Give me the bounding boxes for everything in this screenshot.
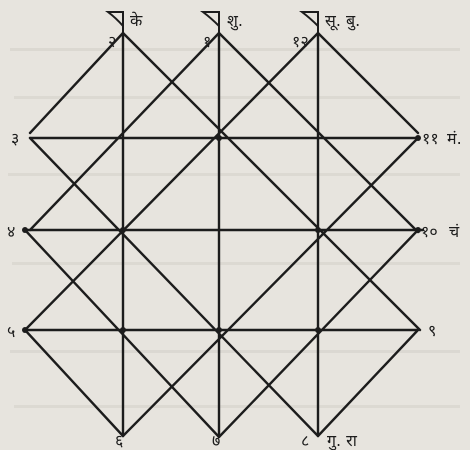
- flag-icon: [299, 11, 319, 33]
- diagonal-lines: [23, 31, 422, 439]
- house-11-number: ११: [422, 129, 439, 148]
- flag-icon: [105, 11, 124, 33]
- intersection-dot: [315, 327, 321, 333]
- house-7-number: ७: [212, 431, 220, 450]
- diagonal-line: [316, 31, 420, 135]
- intersection-dot: [22, 227, 28, 233]
- apex-flags: [105, 11, 319, 33]
- intersection-dot: [216, 135, 222, 141]
- house-8-planets: गु. रा: [327, 431, 358, 450]
- diagonal-line: [28, 31, 125, 135]
- diagonal-line: [23, 328, 125, 438]
- intersection-dot: [315, 227, 321, 233]
- house-10-planets: चं: [449, 222, 460, 241]
- house-labels: २ के १ शु. १२ सू. बु. ३ ११ मं. ४ १० चं ५…: [7, 11, 462, 450]
- diagonal-line: [23, 228, 221, 439]
- intersection-dot: [22, 327, 28, 333]
- intersection-dot: [120, 327, 126, 333]
- diagonal-line: [28, 136, 320, 438]
- diagonal-line: [217, 228, 420, 439]
- intersection-dot: [216, 327, 222, 333]
- house-2-planets: के: [130, 11, 143, 30]
- house-9-number: ९: [428, 321, 436, 340]
- flag-icon: [200, 11, 220, 33]
- house-10-number: १०: [421, 222, 438, 241]
- house-11-planets: मं.: [447, 129, 462, 148]
- intersection-dots: [22, 135, 421, 333]
- house-5-number: ५: [7, 322, 15, 341]
- diagonal-line: [121, 136, 420, 438]
- diagonal-line: [316, 328, 420, 438]
- house-2-number: २: [108, 32, 116, 51]
- house-12-planets: सू. बु.: [325, 11, 360, 31]
- intersection-dot: [120, 227, 126, 233]
- house-12-number: १२: [292, 32, 309, 51]
- house-4-number: ४: [7, 222, 15, 241]
- house-1-number: १: [203, 32, 211, 51]
- house-1-planets: शु.: [227, 11, 243, 31]
- diagonal-line: [217, 31, 420, 234]
- house-8-number: ८: [301, 431, 309, 450]
- diagonal-line: [23, 31, 320, 332]
- house-6-number: ६: [115, 431, 123, 450]
- diagonal-line: [28, 31, 221, 232]
- intersection-dot: [415, 135, 421, 141]
- intersection-dot: [415, 227, 421, 233]
- house-3-number: ३: [11, 129, 19, 148]
